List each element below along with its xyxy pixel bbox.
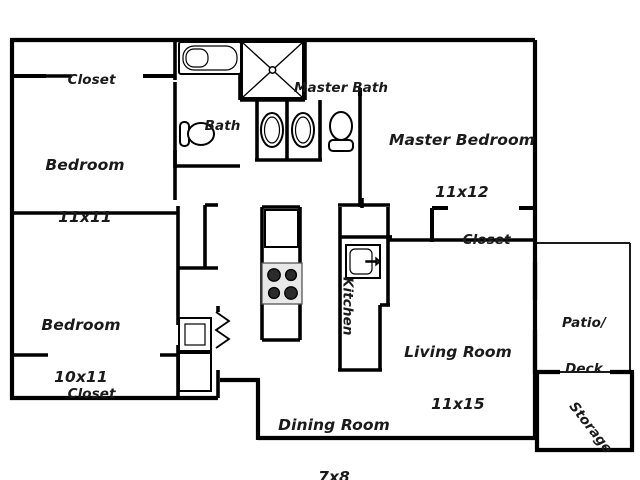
room-label-patio-deck: Patio/ Deck: [561, 315, 607, 377]
toilet-bowl: [187, 122, 215, 146]
cooktop-fixture: [261, 262, 303, 305]
bath-toilet-fixture: [179, 121, 215, 147]
master-toilet-fixture: [328, 111, 354, 152]
water-heater-fixture: [214, 306, 231, 349]
room-label-master-bath: Master Bath: [294, 80, 389, 97]
refrigerator-body: [264, 209, 299, 248]
room-label-closet-bottom-left: Closet: [67, 386, 116, 403]
room-label-bedroom-1: Bedroom 10x11: [41, 315, 121, 386]
bathtub-outline: [178, 41, 242, 75]
room-label-kitchen: Kitchen: [339, 276, 356, 336]
room-label-closet-top-left: Closet: [67, 72, 116, 89]
patio-storage-walls: [532, 242, 635, 453]
door-openings: [12, 74, 537, 330]
bathtub-basin: [182, 45, 238, 71]
sink-left-inner: [263, 116, 281, 144]
sink-right-inner: [294, 116, 312, 144]
bathtub-inner: [185, 48, 209, 68]
burner-back-right: [284, 268, 298, 282]
burner-back-left: [267, 268, 281, 282]
room-label-dining-room: Dining Room 7x8: [278, 415, 390, 480]
vanity-sinks: [260, 112, 315, 148]
burner-front-right: [284, 286, 298, 300]
washer-dryer-fixture: [178, 317, 212, 392]
washer-door: [184, 323, 206, 346]
master-toilet-tank: [328, 139, 354, 152]
kitchen-sink-fixture: [345, 244, 382, 279]
shower-fixture: [241, 41, 304, 99]
room-label-bedroom-2: Bedroom 11x11: [45, 155, 125, 226]
room-label-living-room: Living Room 11x15: [404, 342, 512, 413]
kitchen-faucet: [365, 256, 382, 267]
burner-front-left: [267, 286, 281, 300]
cooktop-body: [261, 262, 303, 305]
room-label-master-bedroom: Master Bedroom 11x12: [389, 130, 535, 201]
bathtub-fixture: [178, 41, 242, 75]
dryer-body: [178, 352, 212, 392]
shower-drain: [268, 66, 277, 74]
room-label-bath: Bath: [204, 118, 241, 135]
room-label-closet-master: Closet: [462, 232, 511, 249]
water-heater-zigzag: [214, 311, 231, 349]
refrigerator-fixture: [264, 209, 299, 248]
washer-body: [178, 317, 212, 352]
